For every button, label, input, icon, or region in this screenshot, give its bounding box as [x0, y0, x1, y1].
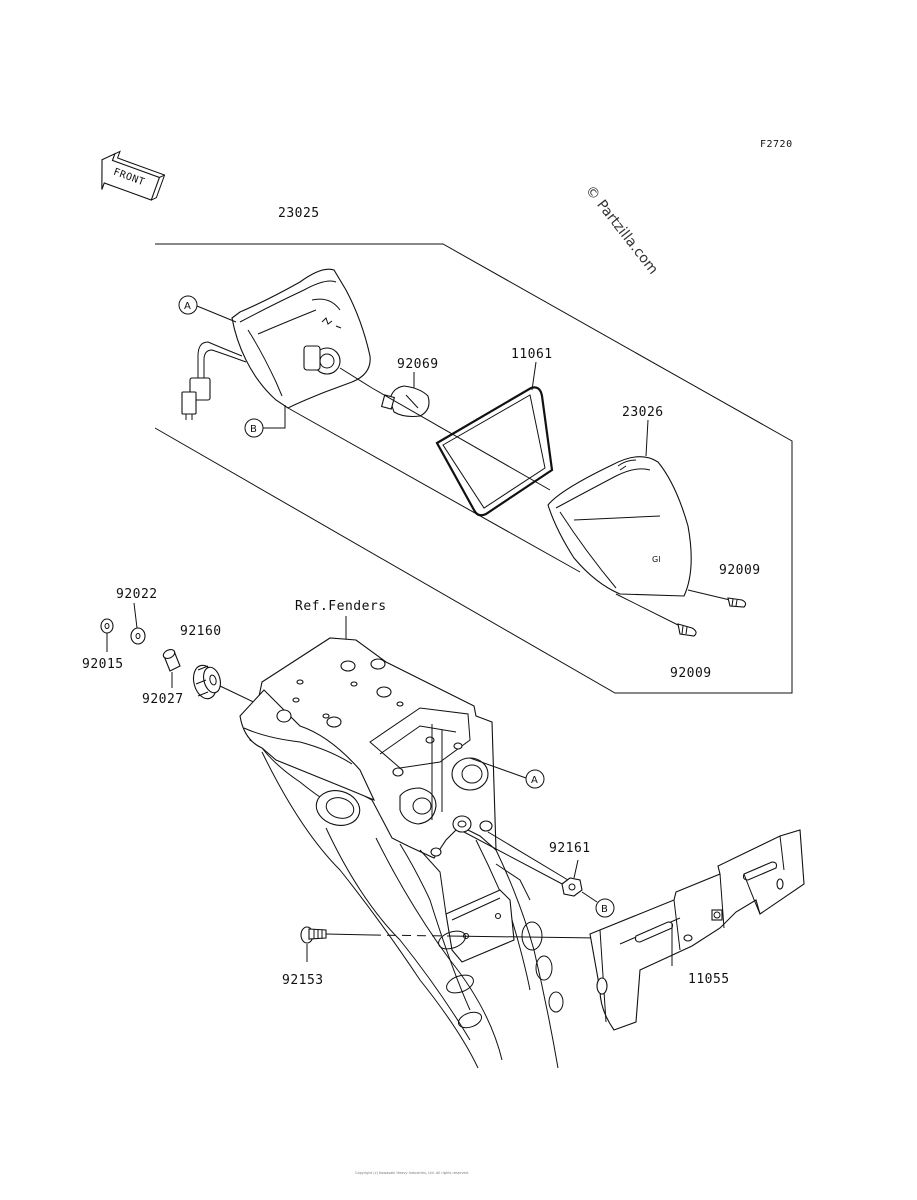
assembly-bracket-23025	[154, 243, 793, 694]
watermark: © Partzilla.com	[582, 183, 661, 278]
label-92069: 92069	[397, 357, 439, 372]
nut-92015	[100, 618, 114, 634]
copyright-footer: Copyright (c) Kawasaki Heavy Industries,…	[355, 1171, 469, 1175]
nut-92161	[561, 877, 583, 897]
label-92009-upper: 92009	[719, 563, 761, 578]
front-arrow-icon: FRONT	[101, 150, 166, 201]
callout-a-top: A	[184, 301, 191, 312]
screw-92009-upper	[687, 589, 747, 608]
bulb-92069	[380, 372, 430, 418]
label-92022: 92022	[116, 587, 158, 602]
figure-code: F2720	[760, 139, 793, 150]
washer-92022	[130, 627, 146, 645]
callout-b-top: B	[250, 424, 257, 435]
lens-23026: Gl	[547, 419, 692, 597]
bolt-92153	[300, 926, 327, 944]
label-92153: 92153	[282, 973, 324, 988]
rear-fender-frame	[239, 637, 564, 1069]
label-23026: 23026	[622, 405, 664, 420]
callout-a-frame: A	[531, 775, 538, 786]
grommet-92160	[192, 664, 221, 700]
svg-text:Gl: Gl	[652, 555, 660, 564]
label-92161: 92161	[549, 841, 591, 856]
screw-92009-lower	[615, 593, 697, 637]
lens-gasket-11061	[435, 361, 554, 517]
callout-b-frame: B	[601, 904, 608, 915]
label-92160: 92160	[180, 624, 222, 639]
license-bracket-11055	[589, 829, 805, 1031]
label-92015: 92015	[82, 657, 124, 672]
label-92027: 92027	[142, 692, 184, 707]
label-92009-lower: 92009	[670, 666, 712, 681]
label-11061: 11061	[511, 347, 553, 362]
label-ref-fenders: Ref.Fenders	[295, 599, 387, 614]
collar-92027	[162, 649, 181, 672]
label-11055: 11055	[688, 972, 730, 987]
taillight-housing	[181, 268, 373, 420]
label-23025: 23025	[278, 206, 320, 221]
